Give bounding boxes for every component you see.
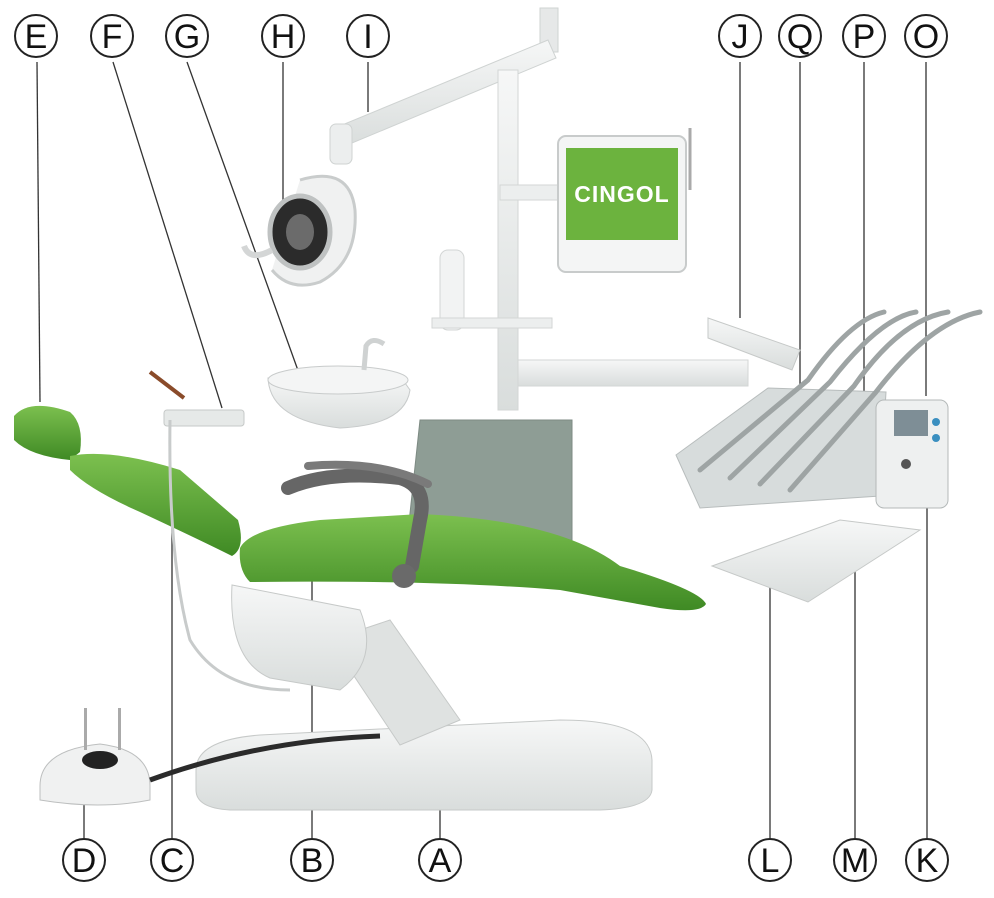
- monitor: CINGOL: [558, 128, 690, 272]
- operating-light: [244, 176, 355, 285]
- callout-H: H: [261, 14, 305, 58]
- spittoon: [268, 340, 410, 428]
- callout-E: E: [14, 14, 58, 58]
- callout-D: D: [62, 838, 106, 882]
- callout-I: I: [346, 14, 390, 58]
- callout-P: P: [842, 14, 886, 58]
- monitor-brand: CINGOL: [574, 181, 669, 207]
- callout-A: A: [418, 838, 462, 882]
- callout-G: G: [165, 14, 209, 58]
- callout-C: C: [150, 838, 194, 882]
- callout-F: F: [90, 14, 134, 58]
- upholstery: [14, 406, 706, 610]
- callout-J: J: [718, 14, 762, 58]
- callout-L: L: [748, 838, 792, 882]
- dentist-unit: [676, 312, 980, 602]
- callout-Q: Q: [778, 14, 822, 58]
- callout-K: K: [905, 838, 949, 882]
- callout-B: B: [290, 838, 334, 882]
- callout-O: O: [904, 14, 948, 58]
- callout-M: M: [833, 838, 877, 882]
- chair-base: [196, 585, 652, 810]
